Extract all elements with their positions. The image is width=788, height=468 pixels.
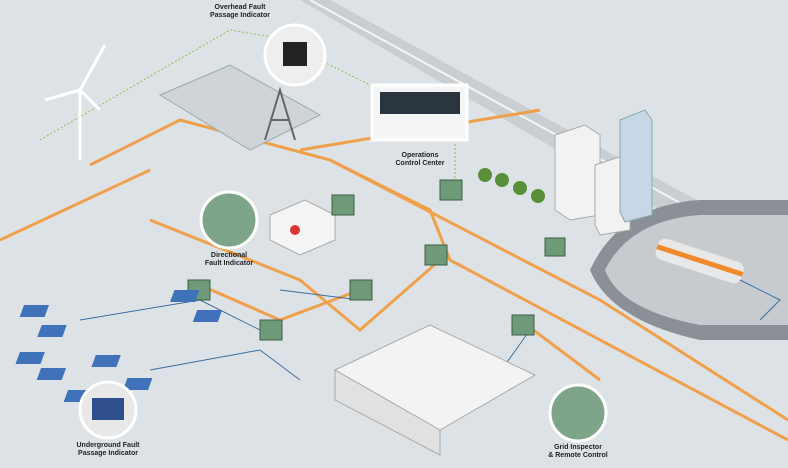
solar-houses [15,290,223,402]
city-buildings [554,109,653,236]
label-grid-inspector: Grid Inspector & Remote Control [548,444,608,459]
trees [478,168,545,203]
grid-inspector-callout [548,383,608,443]
label-directional-fi: Directional Fault Indicator [204,252,254,267]
label-underground-fpi: Underground Fault Passage Indicator [76,442,140,457]
label-operations-center: Operations Control Center [395,152,445,167]
directional-fi-callout [199,190,259,250]
callout-circles [78,23,608,443]
wind-turbine [44,44,107,160]
hospital [269,199,336,256]
substation [158,64,322,151]
label-overhead-fpi: Overhead Fault Passage Indicator [210,4,270,19]
rmu-cabinets [187,179,566,341]
